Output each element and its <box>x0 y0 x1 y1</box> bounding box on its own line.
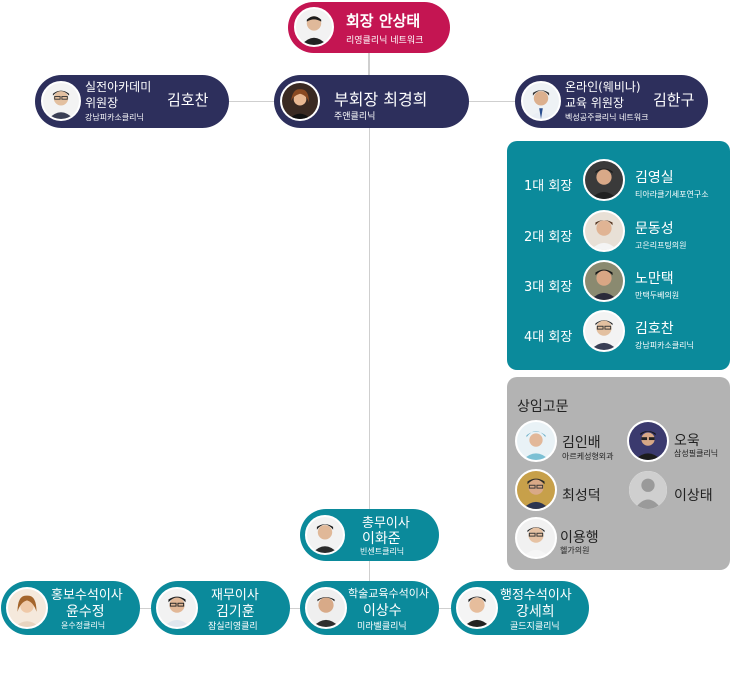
vice-chairman-title: 부회장 최경희 <box>334 90 428 109</box>
former-term: 2대 회장 <box>524 230 573 245</box>
advisor-placeholder-avatar <box>627 469 669 511</box>
director-role: 행정수석이사 <box>500 588 572 603</box>
director-avatar <box>456 587 498 629</box>
general-director-avatar <box>305 515 345 555</box>
connector-left-horizontal <box>228 101 276 102</box>
general-director-org: 빈센트클리닉 <box>360 547 405 556</box>
advisor-name: 이상태 <box>674 488 713 504</box>
director-avatar <box>156 587 198 629</box>
chairman-org: 리영클리닉 네트워크 <box>346 36 424 46</box>
academy-avatar <box>41 81 81 121</box>
academy-role-line1: 실전아카데미 <box>85 80 152 94</box>
former-avatar <box>583 260 625 302</box>
online-avatar <box>521 81 561 121</box>
former-president-row: 2대 회장 문동성 고은리프팅의원 <box>507 208 730 254</box>
former-avatar <box>583 310 625 352</box>
former-name: 김호찬 <box>635 321 674 337</box>
connector-main-vertical <box>369 128 370 510</box>
vice-chairman-node: 부회장 최경희 주앤클리닉 <box>274 75 469 128</box>
connector-general-down <box>369 560 370 582</box>
connector-right-horizontal <box>468 101 516 102</box>
former-president-row: 1대 회장 김영실 티아라클기세포연구소 <box>507 157 730 203</box>
director-name: 윤수정 <box>66 604 105 620</box>
advisors-title: 상임고문 <box>517 399 569 415</box>
director-node: 재무이사 김기훈 잠실리영클리 <box>151 581 290 635</box>
former-president-row: 3대 회장 노만택 만택두베의원 <box>507 258 730 304</box>
former-presidents-panel: 1대 회장 김영실 티아라클기세포연구소 2대 회장 문동성 고은리프팅의원 3… <box>507 141 730 370</box>
former-avatar <box>583 159 625 201</box>
director-name: 이상수 <box>363 603 402 619</box>
advisor-org: 헬가의원 <box>560 546 590 555</box>
advisor-avatar <box>515 420 557 462</box>
director-org: 잠실리영클리 <box>208 622 258 632</box>
general-director-name: 이화준 <box>362 531 401 547</box>
online-committee-node: 온라인(웨비나) 교육 위원장 김한구 벡성공주클리닉 네트워크 <box>515 75 708 128</box>
connector-chair-vice <box>368 52 370 76</box>
online-role-line1: 온라인(웨비나) <box>565 80 641 94</box>
former-avatar <box>583 210 625 252</box>
advisor-avatar <box>627 420 669 462</box>
former-org: 티아라클기세포연구소 <box>635 190 709 199</box>
advisor-avatar <box>515 517 557 559</box>
advisor-org: 삼성필클리닉 <box>674 449 719 458</box>
director-org: 윤수정클리닉 <box>61 621 106 630</box>
online-name: 김한구 <box>653 91 695 109</box>
advisor-name: 김인배 <box>562 435 601 451</box>
online-role-line2: 교육 위원장 <box>565 96 625 110</box>
director-role: 재무이사 <box>211 588 259 603</box>
chairman-node: 회장 안상태 리영클리닉 네트워크 <box>288 2 450 53</box>
director-node: 행정수석이사 강세희 골드지클리닉 <box>451 581 589 635</box>
former-name: 문동성 <box>635 221 674 237</box>
director-name: 강세희 <box>516 604 555 620</box>
general-director-role: 총무이사 <box>362 516 410 531</box>
former-term: 1대 회장 <box>524 179 573 194</box>
director-role: 학술교육수석이사 <box>348 587 429 600</box>
advisor-org: 아르케성형외과 <box>562 452 614 461</box>
online-org: 벡성공주클리닉 네트워크 <box>565 113 649 122</box>
director-name: 김기훈 <box>216 604 255 620</box>
former-name: 김영실 <box>635 170 674 186</box>
connector-bottom-horizontal <box>140 608 452 609</box>
advisor-name: 오욱 <box>674 433 700 449</box>
former-org: 고은리프팅의원 <box>635 241 687 250</box>
director-org: 골드지클리닉 <box>510 622 560 632</box>
academy-name: 김호찬 <box>167 91 209 109</box>
director-org: 미라벨클리닉 <box>357 622 407 632</box>
chairman-title: 회장 안상태 <box>346 12 421 30</box>
director-role: 홍보수석이사 <box>51 588 123 603</box>
director-avatar <box>305 587 347 629</box>
vice-chairman-org: 주앤클리닉 <box>334 112 376 122</box>
former-president-row: 4대 회장 김호찬 강남피카소클리닉 <box>507 308 730 354</box>
former-name: 노만택 <box>635 271 674 287</box>
vice-chairman-avatar <box>280 81 320 121</box>
director-node: 학술교육수석이사 이상수 미라벨클리닉 <box>300 581 439 635</box>
former-org: 만택두베의원 <box>635 291 680 300</box>
academy-org: 강남피카소클리닉 <box>85 113 144 122</box>
advisor-avatar <box>515 469 557 511</box>
director-node: 홍보수석이사 윤수정 윤수정클리닉 <box>1 581 140 635</box>
chairman-avatar <box>294 7 334 47</box>
general-director-node: 총무이사 이화준 빈센트클리닉 <box>300 509 439 561</box>
director-avatar <box>6 587 48 629</box>
former-term: 3대 회장 <box>524 280 573 295</box>
advisor-name: 이용행 <box>560 530 599 546</box>
academy-committee-node: 실전아카데미 위원장 김호찬 강남피카소클리닉 <box>35 75 229 128</box>
advisor-name: 최성덕 <box>562 488 601 504</box>
advisors-panel: 상임고문 김인배 아르케성형외과 오욱 삼성필클리닉 최성덕 이상태 이용행 헬… <box>507 377 730 570</box>
academy-role-line2: 위원장 <box>85 96 119 110</box>
former-term: 4대 회장 <box>524 330 573 345</box>
former-org: 강남피카소클리닉 <box>635 341 694 350</box>
